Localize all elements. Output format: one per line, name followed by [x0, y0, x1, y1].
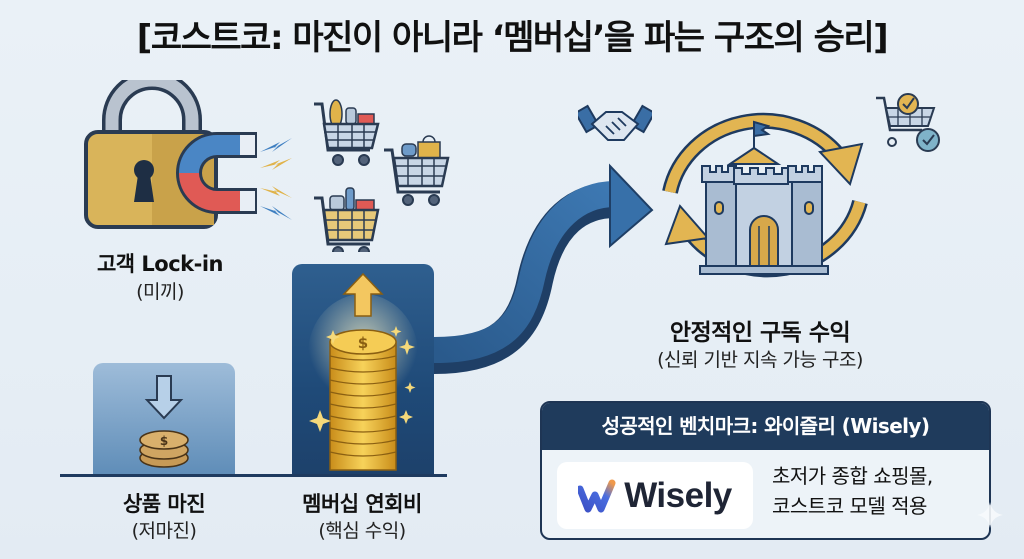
- benchmark-card: 성공적인 벤치마크: 와이즐리 (Wisely) Wisely 초저가 종합 쇼…: [540, 401, 991, 540]
- shopping-cart-icon: [384, 135, 450, 206]
- benchmark-description: 초저가 종합 쇼핑몰, 코스트코 모델 적용: [772, 461, 982, 521]
- padlock-magnet-icon: [84, 80, 257, 229]
- castle-icon: [699, 120, 829, 275]
- attraction-spark-icons: [260, 138, 292, 220]
- down-arrow-coins-icon: $: [139, 375, 189, 468]
- page-title: [코스트코: 마진이 아니라 ‘멤버십’을 파는 구조의 승리]: [136, 18, 889, 58]
- wisely-logo: Wisely: [557, 462, 753, 529]
- sparkle-watermark-icon: [977, 502, 1003, 528]
- membership-fee-sub-label: (핵심 수익): [318, 520, 406, 542]
- stable-revenue-label: 안정적인 구독 수익: [669, 320, 851, 346]
- benchmark-header: 성공적인 벤치마크: 와이즐리 (Wisely): [542, 403, 989, 450]
- svg-text:$: $: [358, 334, 368, 352]
- shopping-cart-icon: [314, 187, 380, 252]
- up-arrow-icon: [342, 272, 384, 317]
- product-margin-label: 상품 마진: [122, 492, 206, 516]
- subscription-cycle-icon: [662, 112, 868, 278]
- growth-curve-arrow-icon: [433, 163, 654, 374]
- wisely-w-icon: [578, 479, 616, 512]
- lock-in-sub-label: (미끼): [136, 281, 184, 303]
- small-coin-stack-icon: $: [139, 430, 189, 468]
- coin-stack-growth-icon: $: [308, 272, 418, 471]
- benchmark-desc-line1: 초저가 종합 쇼핑몰,: [772, 464, 933, 488]
- cart-check-icon: [876, 93, 940, 152]
- membership-fee-label: 멤버십 연회비: [302, 492, 422, 516]
- lock-in-label: 고객 Lock-in: [96, 252, 224, 276]
- product-margin-sub-label: (저마진): [131, 520, 197, 542]
- sparkle-icon: [309, 326, 416, 432]
- wisely-logo-text: Wisely: [624, 475, 732, 515]
- svg-text:$: $: [160, 434, 168, 448]
- baseline-divider: [60, 474, 447, 477]
- shopping-cart-icon: [314, 99, 380, 166]
- tall-coin-stack-icon: $: [329, 329, 397, 471]
- magnet-icon: [176, 132, 257, 214]
- stable-revenue-sub-label: (신뢰 기반 지속 가능 구조): [657, 349, 863, 371]
- handshake-icon: [578, 104, 652, 141]
- benchmark-desc-line2: 코스트코 모델 적용: [772, 494, 927, 518]
- shopping-carts-icon: [314, 99, 450, 252]
